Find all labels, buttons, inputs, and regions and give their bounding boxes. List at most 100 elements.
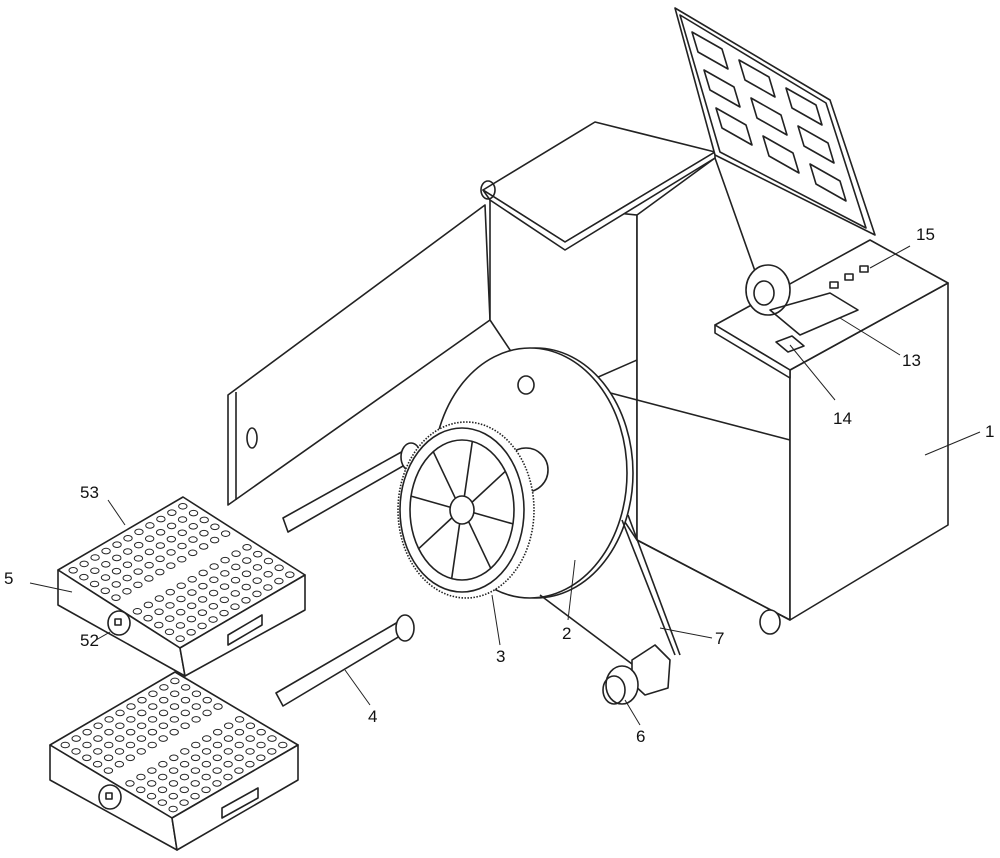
hole bbox=[115, 709, 125, 717]
hole bbox=[122, 587, 132, 595]
hole bbox=[191, 703, 201, 710]
hole bbox=[123, 548, 133, 555]
label-cabinet: 1 bbox=[985, 422, 995, 441]
hole bbox=[274, 564, 284, 572]
hole bbox=[209, 536, 220, 544]
block-upper bbox=[57, 496, 306, 677]
hole bbox=[147, 767, 157, 774]
hole bbox=[168, 792, 178, 800]
hole bbox=[241, 597, 251, 604]
hole bbox=[242, 544, 252, 551]
hole bbox=[230, 603, 240, 611]
hole bbox=[278, 741, 288, 749]
hole bbox=[126, 716, 136, 723]
hole bbox=[71, 735, 81, 742]
hole bbox=[186, 602, 197, 610]
gear-spoke bbox=[471, 470, 506, 503]
hole bbox=[190, 767, 201, 774]
button bbox=[844, 273, 854, 281]
hole bbox=[158, 709, 169, 717]
hole bbox=[198, 569, 208, 577]
hole bbox=[175, 635, 185, 643]
screen bbox=[769, 292, 859, 336]
hole bbox=[148, 703, 158, 710]
hole bbox=[180, 684, 191, 691]
solar-panel bbox=[674, 7, 876, 236]
hole bbox=[176, 608, 186, 616]
gear-spoke bbox=[463, 441, 474, 497]
solar-cell bbox=[785, 87, 823, 126]
gear-spoke bbox=[467, 521, 492, 569]
hole bbox=[177, 542, 187, 550]
shaft bbox=[275, 614, 415, 707]
hole bbox=[241, 583, 251, 591]
hole bbox=[111, 567, 122, 575]
hole bbox=[136, 735, 147, 742]
hole bbox=[122, 574, 132, 582]
hole bbox=[168, 780, 179, 787]
hole bbox=[133, 568, 143, 575]
hole bbox=[188, 509, 199, 517]
hole bbox=[115, 722, 125, 730]
hole bbox=[223, 773, 233, 781]
hole bbox=[157, 799, 168, 806]
leader-lines bbox=[29, 245, 981, 726]
hole bbox=[197, 609, 208, 616]
hole bbox=[202, 709, 212, 717]
hole bbox=[201, 748, 212, 755]
hole bbox=[180, 709, 191, 717]
hole bbox=[212, 767, 222, 774]
hole bbox=[242, 557, 252, 564]
hole bbox=[176, 582, 186, 590]
hole bbox=[191, 716, 201, 723]
hole bbox=[285, 571, 295, 578]
hole bbox=[114, 748, 125, 755]
hole bbox=[234, 728, 245, 736]
hole bbox=[213, 703, 223, 710]
hole bbox=[154, 621, 164, 629]
hole bbox=[208, 602, 219, 610]
hole bbox=[144, 575, 154, 582]
hole bbox=[267, 735, 277, 742]
block-lower bbox=[49, 671, 299, 851]
hole bbox=[169, 728, 179, 736]
hole bbox=[164, 628, 175, 636]
hole bbox=[220, 530, 231, 537]
hole bbox=[157, 786, 168, 794]
hole bbox=[175, 622, 186, 629]
hole bbox=[146, 792, 157, 800]
label-buttons: 15 bbox=[916, 225, 935, 244]
hole bbox=[125, 780, 135, 787]
hole bbox=[256, 741, 266, 749]
hole bbox=[111, 594, 121, 601]
hole bbox=[147, 716, 158, 723]
hole bbox=[177, 516, 188, 523]
hole bbox=[188, 549, 198, 557]
hole bbox=[92, 760, 103, 768]
hole bbox=[188, 523, 198, 530]
hole bbox=[144, 548, 155, 556]
hole bbox=[134, 528, 144, 536]
hole bbox=[230, 590, 240, 597]
belt bbox=[539, 514, 681, 671]
hole bbox=[100, 587, 110, 595]
hole bbox=[231, 550, 241, 558]
hole bbox=[179, 799, 189, 806]
hole bbox=[219, 596, 230, 604]
hole bbox=[176, 595, 186, 603]
hole bbox=[212, 728, 223, 736]
hole bbox=[188, 536, 198, 543]
hole bbox=[234, 767, 244, 774]
hole bbox=[219, 583, 230, 590]
hole bbox=[208, 589, 219, 597]
hole bbox=[190, 754, 201, 762]
hole bbox=[252, 564, 263, 571]
hole bbox=[220, 556, 230, 564]
solar-cell bbox=[691, 31, 729, 70]
hole bbox=[60, 741, 70, 749]
hole bbox=[212, 741, 223, 749]
hole bbox=[136, 773, 146, 781]
hole bbox=[190, 792, 200, 800]
hole bbox=[191, 741, 201, 749]
